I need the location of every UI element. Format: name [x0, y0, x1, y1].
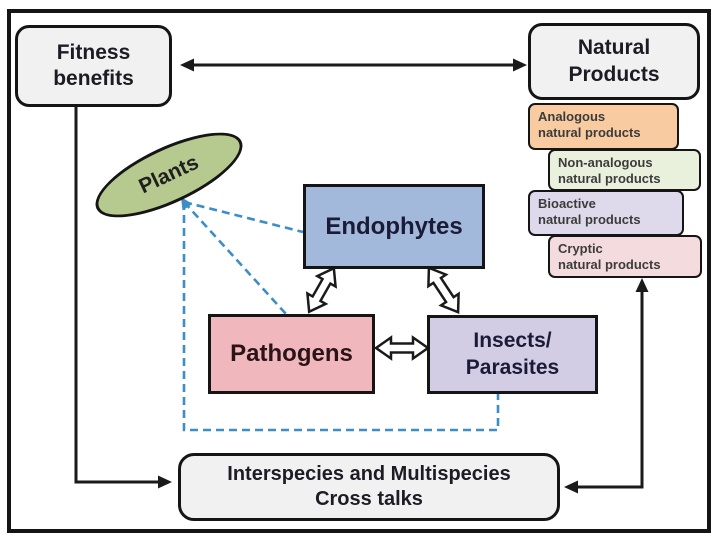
bioactive-natural-products-node: Bioactive natural products — [528, 190, 684, 236]
bioactive-label-line1: Bioactive — [538, 196, 596, 211]
pathogens-label: Pathogens — [230, 340, 353, 367]
analogous-natural-products-node: Analogous natural products — [528, 103, 679, 150]
non-analogous-label-line2: natural products — [558, 171, 661, 187]
insects-label-line2: Parasites — [465, 355, 560, 379]
crosstalks-label-line2: Cross talks — [315, 488, 423, 510]
crosstalks-node: Interspecies and Multispecies Cross talk… — [178, 453, 560, 521]
cryptic-natural-products-node: Cryptic natural products — [548, 235, 702, 278]
insects-parasites-node: Insects/ Parasites — [427, 315, 598, 394]
non-analogous-label-line1: Non-analogous — [558, 155, 653, 170]
bioactive-label-line2: natural products — [538, 212, 641, 228]
fitness-benefits-node: Fitness benefits — [15, 25, 172, 107]
analogous-label-line2: natural products — [538, 125, 641, 141]
fitness-benefits-label-line1: Fitness — [56, 40, 131, 64]
fitness-benefits-label-line2: benefits — [53, 67, 134, 90]
cryptic-label-line1: Cryptic — [558, 241, 603, 256]
cryptic-label-line2: natural products — [558, 257, 661, 273]
non-analogous-natural-products-node: Non-analogous natural products — [548, 149, 701, 191]
endophytes-label: Endophytes — [325, 212, 463, 240]
pathogens-node: Pathogens — [208, 314, 375, 394]
diagram-outer-frame — [7, 9, 711, 533]
plants-label: Plants — [135, 150, 203, 199]
natural-products-label-line2: Products — [568, 62, 660, 86]
natural-products-node: Natural Products — [528, 23, 700, 100]
insects-label-line1: Insects/ — [473, 329, 552, 353]
endophytes-node: Endophytes — [303, 184, 485, 269]
crosstalks-label-line1: Interspecies and Multispecies — [227, 463, 511, 485]
natural-products-label-line1: Natural — [577, 36, 651, 60]
analogous-label-line1: Analogous — [538, 109, 606, 124]
